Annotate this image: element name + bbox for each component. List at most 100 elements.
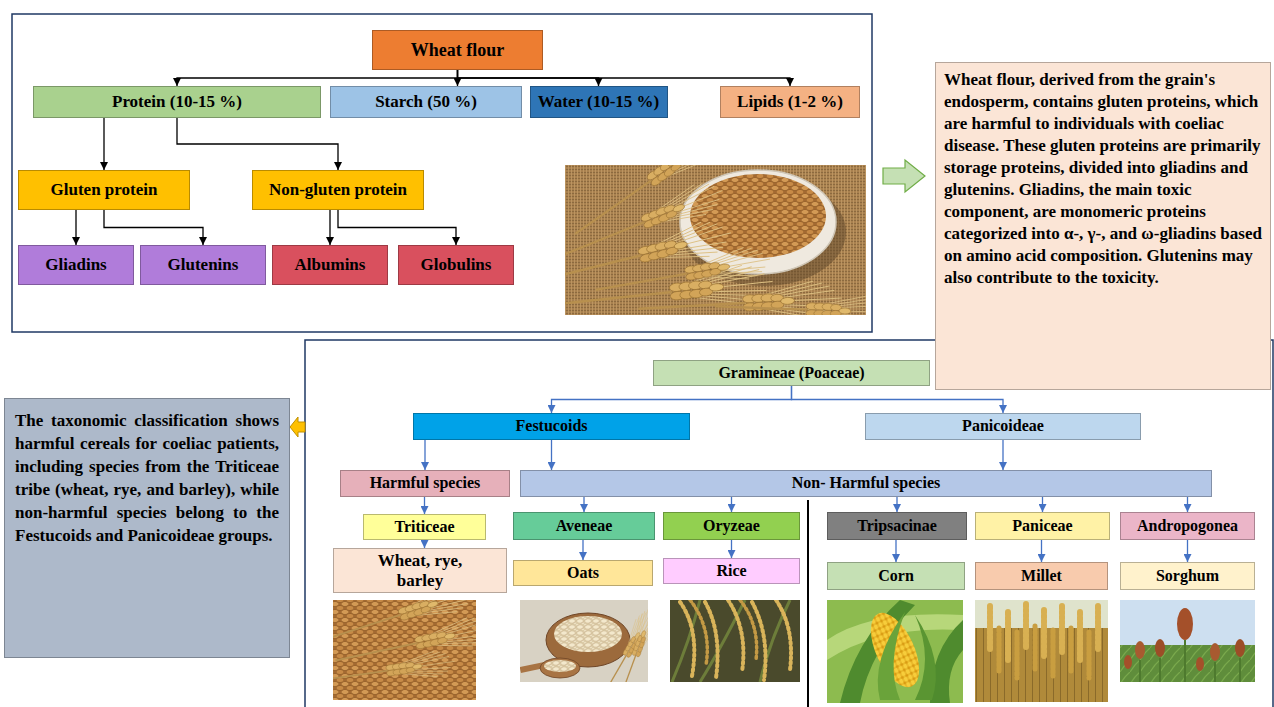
sorghum-photo	[1124, 655, 1132, 669]
node-label: Glutenins	[168, 255, 239, 275]
node-label: Paniceae	[1012, 517, 1072, 535]
node-label: Gliadins	[45, 255, 106, 275]
connector-arrow	[458, 70, 791, 86]
category-box: Non-gluten protein	[252, 170, 424, 210]
sorghum-photo	[1196, 657, 1204, 671]
connector-arrow	[895, 540, 896, 562]
node-label: Aveneae	[556, 517, 613, 535]
category-box: Water (10-15 %)	[530, 86, 668, 118]
text-panel: Wheat flour, derived from the grain's en…	[935, 62, 1271, 390]
sorghum-photo	[1120, 600, 1255, 682]
rice-photo	[672, 600, 790, 682]
category-box: Starch (50 %)	[330, 86, 522, 118]
category-box: Millet	[975, 562, 1108, 590]
corn-photo	[827, 600, 963, 703]
connector-arrow	[551, 440, 552, 470]
connector-arrow	[1187, 497, 1188, 512]
connector-arrow	[731, 497, 732, 512]
connector-arrow	[424, 440, 425, 470]
category-box: Oryzeae	[663, 512, 800, 540]
node-label: Wheat, rye, barley	[364, 551, 476, 590]
rice-photo	[680, 600, 791, 680]
category-box: Albumins	[272, 245, 388, 285]
millet-photo	[975, 600, 1108, 702]
node-label: Wheat flour	[411, 40, 505, 61]
node-label: Globulins	[421, 255, 492, 275]
connector-arrow	[731, 540, 732, 558]
connector-arrow	[424, 497, 425, 514]
wheat-bowl-photo	[566, 165, 729, 247]
node-label: Water (10-15 %)	[538, 92, 660, 112]
corn-photo	[915, 615, 936, 700]
category-box: Panicoideae	[865, 413, 1141, 440]
category-box: Wheat flour	[372, 30, 543, 70]
node-label: Non- Harmful species	[792, 474, 940, 492]
connector-arrow	[177, 118, 338, 170]
node-label: Protein (10-15 %)	[112, 92, 242, 112]
node-label: Wheat flour, derived from the grain's en…	[944, 69, 1262, 289]
connector-arrow	[582, 540, 583, 560]
oats-photo	[554, 616, 622, 652]
oats-photo	[540, 658, 580, 678]
node-label: Rice	[716, 562, 746, 580]
rice-photo	[670, 600, 800, 682]
connector-arrow	[896, 497, 897, 512]
wheat-grain-photo	[333, 649, 456, 694]
node-label: Lipids (1-2 %)	[737, 92, 843, 112]
sorghum-photo	[1120, 600, 1255, 682]
wheat-bowl-photo	[593, 243, 773, 305]
sorghum-photo	[1140, 640, 1240, 682]
category-box: Non- Harmful species	[520, 470, 1212, 497]
wheat-grain-photo	[333, 600, 476, 700]
category-box: Andropogonea	[1120, 512, 1255, 540]
sorghum-photo	[1177, 608, 1193, 640]
rice-photo	[670, 600, 800, 682]
wheat-bowl-photo	[714, 290, 866, 315]
category-box: Sorghum	[1120, 562, 1255, 590]
connector-arrow	[338, 210, 456, 245]
category-box: Globulins	[398, 245, 514, 285]
category-box: Protein (10-15 %)	[33, 86, 321, 118]
millet-photo	[975, 600, 1108, 702]
category-box: Corn	[827, 562, 965, 590]
panel-frame	[12, 14, 872, 332]
connector-arrow	[1042, 497, 1043, 512]
divider-line	[807, 500, 809, 707]
category-box: Paniceae	[975, 512, 1110, 540]
connector-arrow	[177, 70, 458, 86]
connector-arrow	[104, 210, 203, 245]
node-label: Oats	[567, 564, 599, 582]
wheat-bowl-photo	[565, 165, 866, 315]
node-label: Festucoids	[516, 417, 588, 435]
oats-photo	[608, 604, 648, 682]
node-label: Panicoideae	[962, 417, 1044, 435]
node-label: Tripsacinae	[857, 517, 937, 535]
corn-photo	[827, 600, 963, 703]
category-box: Harmful species	[340, 470, 510, 497]
sorghum-photo	[1155, 639, 1165, 657]
node-label: Albumins	[295, 255, 366, 275]
millet-photo	[990, 604, 1098, 660]
rice-photo	[690, 600, 757, 665]
corn-photo	[878, 612, 905, 700]
category-box: Oats	[513, 560, 653, 586]
corn-photo	[930, 620, 963, 703]
millet-photo	[999, 626, 1089, 678]
category-box: Wheat, rye, barley	[333, 548, 507, 593]
category-box: Tripsacinae	[827, 512, 967, 540]
connector-arrow	[1187, 540, 1188, 562]
connector-arrow	[792, 386, 1004, 413]
node-label: Gramineae (Poaceae)	[718, 364, 864, 382]
wheat-bowl-photo	[680, 170, 836, 274]
node-label: The taxonomic classification shows harmf…	[15, 409, 279, 547]
panel-frame	[305, 340, 1273, 707]
oats-photo	[520, 600, 648, 682]
connector-arrow	[329, 210, 330, 245]
connector-arrow	[552, 386, 792, 413]
category-box: Lipids (1-2 %)	[720, 86, 860, 118]
sorghum-photo	[1135, 641, 1145, 659]
category-box: Triticeae	[363, 514, 486, 540]
connector-arrow	[583, 497, 584, 512]
block-arrow	[883, 160, 925, 192]
